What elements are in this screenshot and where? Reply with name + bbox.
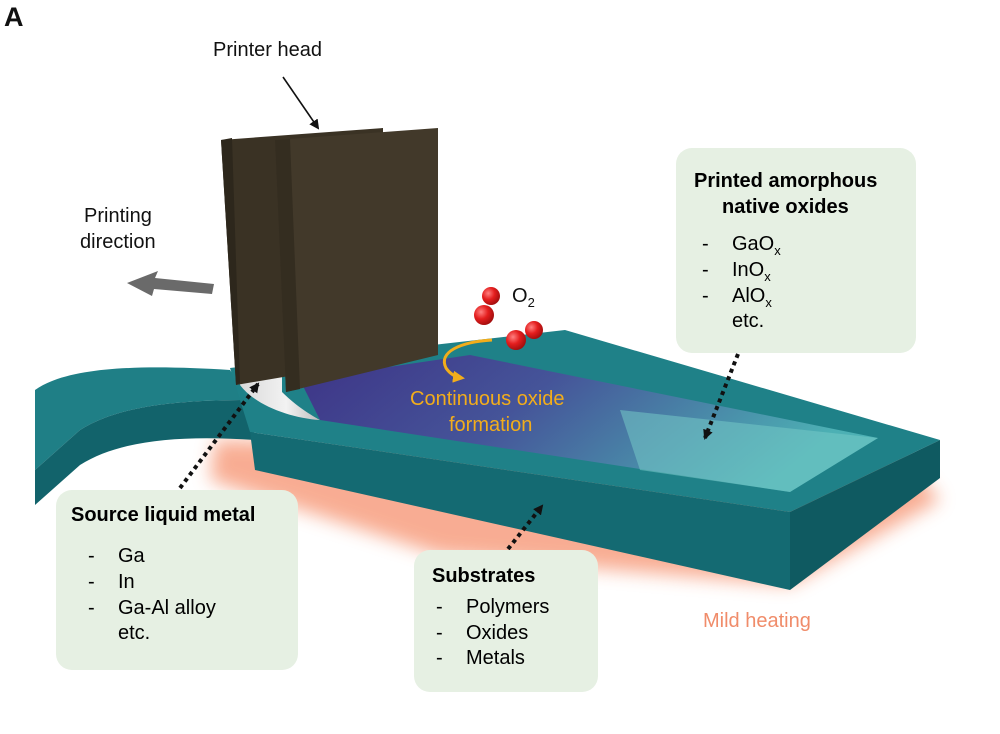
- o2-molecule-atom: [482, 287, 500, 305]
- oxide-formation-label-line2: formation: [449, 414, 533, 436]
- source-box-title: Source liquid metal: [71, 504, 256, 526]
- o2-molecule-atom: [474, 305, 494, 325]
- substrates-list-item: -Oxides: [436, 622, 529, 644]
- printer-head-label: Printer head: [213, 39, 322, 61]
- source-list-item: -Ga-Al alloy: [88, 597, 216, 619]
- oxides-box-title-line2: native oxides: [722, 196, 849, 218]
- oxides-box-title-line1: Printed amorphous: [694, 170, 878, 192]
- printing-direction-label-line2: direction: [80, 231, 156, 253]
- printing-direction-arrow: [127, 271, 214, 296]
- o2-molecule-atom: [506, 330, 526, 350]
- substrate-front: [250, 432, 790, 590]
- source-list-item: etc.: [118, 622, 151, 644]
- substrates-list-item: -Metals: [436, 647, 525, 669]
- oxides-list-item: -GaOx: [702, 233, 781, 258]
- source-box: Source liquid metal -Ga -In -Ga-Al alloy…: [56, 490, 298, 670]
- oxide-formation-label-line1: Continuous oxide: [410, 388, 565, 410]
- oxides-pointer: [703, 353, 740, 440]
- source-pointer: [178, 382, 260, 490]
- oxides-list-item: etc.: [732, 310, 765, 332]
- o2-label: O2: [512, 285, 535, 310]
- mild-heating-label: Mild heating: [703, 610, 811, 632]
- substrates-box-title: Substrates: [432, 565, 536, 587]
- printed-region: [620, 410, 878, 492]
- substrates-pointer: [506, 504, 544, 551]
- oxides-list-item: -AlOx: [702, 285, 772, 310]
- substrates-list-item: -Polymers: [436, 596, 550, 618]
- source-list-item: -Ga: [88, 545, 145, 567]
- oxides-box: Printed amorphous native oxides -GaOx -I…: [676, 148, 916, 353]
- substrate-side: [790, 440, 940, 590]
- source-list-item: -In: [88, 571, 135, 593]
- substrate-flap: [35, 367, 250, 470]
- printer-head-front: [275, 128, 438, 392]
- oxide-formation-arrow: [442, 338, 493, 383]
- panel-label: A: [4, 2, 24, 32]
- oxides-list-item: -InOx: [702, 259, 771, 284]
- printer-head-pointer: [282, 76, 320, 130]
- o2-molecule-atom: [525, 321, 543, 339]
- printing-direction-label-line1: Printing: [84, 205, 152, 227]
- substrates-box: Substrates -Polymers -Oxides -Metals: [414, 550, 598, 692]
